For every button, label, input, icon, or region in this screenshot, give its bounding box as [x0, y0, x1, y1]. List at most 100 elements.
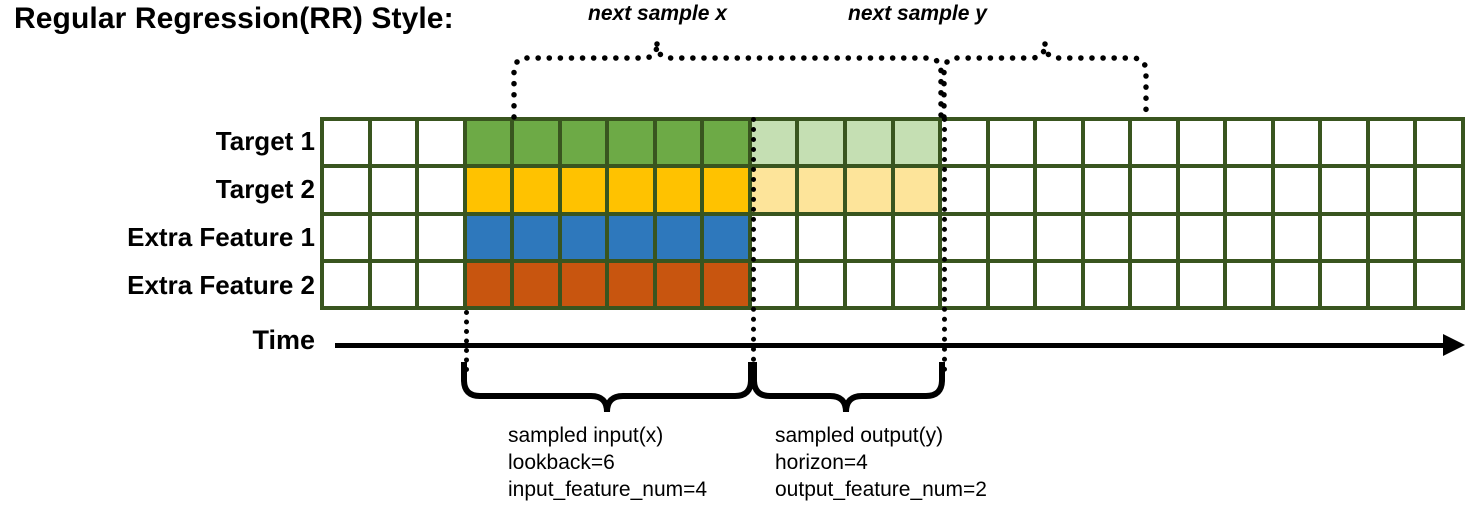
top-brace-label-next-sample-x: next sample x	[588, 2, 727, 25]
grid-cell-r3-c19	[1179, 215, 1224, 259]
grid-cell-r3-c17	[1084, 215, 1129, 259]
grid-cell-r1-c24	[1417, 121, 1461, 165]
grid-cell-r3-c14	[942, 215, 986, 259]
grid-cell-r1-c23	[1369, 121, 1414, 165]
grid-cell-r4-c11	[799, 262, 843, 306]
guide-line-input-end	[751, 117, 756, 372]
grid-cell-r1-c10	[751, 121, 796, 165]
grid-cell-r4-c7	[609, 262, 653, 306]
grid-cell-r1-c12	[846, 121, 891, 165]
grid-cell-r1-c16	[1037, 121, 1081, 165]
grid-cell-r3-c9	[704, 215, 748, 259]
grid-cell-r2-c11	[799, 168, 843, 212]
grid-cell-r1-c20	[1227, 121, 1271, 165]
grid-cell-r2-c7	[609, 168, 653, 212]
grid-cell-r2-c5	[514, 168, 558, 212]
grid-cell-r1-c11	[799, 121, 843, 165]
page-title: Regular Regression(RR) Style:	[14, 2, 454, 35]
grid-cell-r4-c9	[704, 262, 748, 306]
grid-cell-r4-c14	[942, 262, 986, 306]
grid-cell-r1-c13	[894, 121, 939, 165]
grid-cell-r3-c5	[514, 215, 558, 259]
row-label-target-1: Target 1	[215, 126, 315, 156]
grid-cell-r2-c22	[1322, 168, 1366, 212]
grid-cell-r2-c13	[894, 168, 939, 212]
grid-cell-r3-c8	[656, 215, 701, 259]
grid-cell-r1-c5	[514, 121, 558, 165]
grid-cell-r2-c6	[561, 168, 606, 212]
bottom-brace-sampled-input	[461, 362, 754, 413]
grid-cell-r4-c13	[894, 262, 939, 306]
grid-cell-r3-c22	[1322, 215, 1366, 259]
grid-cell-r3-c4	[466, 215, 511, 259]
grid-cell-r1-c18	[1132, 121, 1176, 165]
grid-cell-r2-c23	[1369, 168, 1414, 212]
grid-cell-r3-c13	[894, 215, 939, 259]
grid-cell-r3-c15	[989, 215, 1034, 259]
grid-cell-r2-c19	[1179, 168, 1224, 212]
grid-cell-r4-c16	[1037, 262, 1081, 306]
grid-cell-r4-c4	[466, 262, 511, 306]
grid-cell-r1-c17	[1084, 121, 1129, 165]
grid-cell-r2-c18	[1132, 168, 1176, 212]
grid-cell-r4-c2	[371, 262, 416, 306]
grid-cell-r2-c24	[1417, 168, 1461, 212]
grid-cell-r4-c12	[846, 262, 891, 306]
grid-cell-r3-c21	[1274, 215, 1319, 259]
timeseries-grid	[320, 117, 1465, 310]
time-axis-arrow-icon	[1443, 334, 1465, 356]
grid-cell-r1-c19	[1179, 121, 1224, 165]
grid-cell-r2-c10	[751, 168, 796, 212]
grid-cell-r4-c19	[1179, 262, 1224, 306]
time-axis-line	[335, 343, 1450, 348]
grid-cell-r1-c4	[466, 121, 511, 165]
row-label-extra-feature-1: Extra Feature 1	[127, 222, 315, 252]
annotation-output-feature-num: output_feature_num=2	[775, 478, 987, 501]
grid-cell-r1-c3	[419, 121, 463, 165]
grid-cell-r2-c4	[466, 168, 511, 212]
grid-cell-r3-c6	[561, 215, 606, 259]
grid-cell-r1-c21	[1274, 121, 1319, 165]
grid-cell-r4-c24	[1417, 262, 1461, 306]
grid-cell-r2-c14	[942, 168, 986, 212]
grid-cell-r2-c1	[324, 168, 368, 212]
grid-cell-r4-c18	[1132, 262, 1176, 306]
grid-cell-r4-c10	[751, 262, 796, 306]
annotation-input-feature-num: input_feature_num=4	[508, 478, 708, 501]
grid-cell-r4-c1	[324, 262, 368, 306]
annotation-sampled-input: sampled input(x) lookback=6 input_featur…	[508, 422, 707, 503]
grid-cell-r3-c7	[609, 215, 653, 259]
grid-cell-r2-c9	[704, 168, 748, 212]
grid-cell-r3-c16	[1037, 215, 1081, 259]
bottom-brace-sampled-output	[751, 362, 945, 413]
grid-cell-r2-c2	[371, 168, 416, 212]
grid-cell-r4-c21	[1274, 262, 1319, 306]
guide-line-output-end	[942, 117, 947, 372]
grid-cell-r1-c8	[656, 121, 701, 165]
grid-cell-r1-c6	[561, 121, 606, 165]
grid-cell-r4-c3	[419, 262, 463, 306]
annotation-input-title: sampled input(x)	[508, 424, 664, 447]
grid-cell-r4-c8	[656, 262, 701, 306]
grid-cell-r4-c6	[561, 262, 606, 306]
grid-cell-r4-c20	[1227, 262, 1271, 306]
grid-cell-r2-c20	[1227, 168, 1271, 212]
grid-cell-r4-c5	[514, 262, 558, 306]
grid-cell-r1-c15	[989, 121, 1034, 165]
grid-cell-r3-c23	[1369, 215, 1414, 259]
grid-cell-r3-c20	[1227, 215, 1271, 259]
top-brace-next-sample-x	[511, 41, 944, 120]
grid-cell-r1-c2	[371, 121, 416, 165]
grid-cell-r3-c2	[371, 215, 416, 259]
grid-cell-r3-c12	[846, 215, 891, 259]
grid-cell-r2-c16	[1037, 168, 1081, 212]
grid-cell-r3-c11	[799, 215, 843, 259]
grid-cell-r2-c3	[419, 168, 463, 212]
annotation-input-lookback: lookback=6	[508, 451, 615, 474]
top-brace-next-sample-y	[941, 41, 1149, 120]
grid-cell-r3-c24	[1417, 215, 1461, 259]
grid-cell-r4-c17	[1084, 262, 1129, 306]
grid-cell-r1-c9	[704, 121, 748, 165]
grid-cell-r3-c18	[1132, 215, 1176, 259]
